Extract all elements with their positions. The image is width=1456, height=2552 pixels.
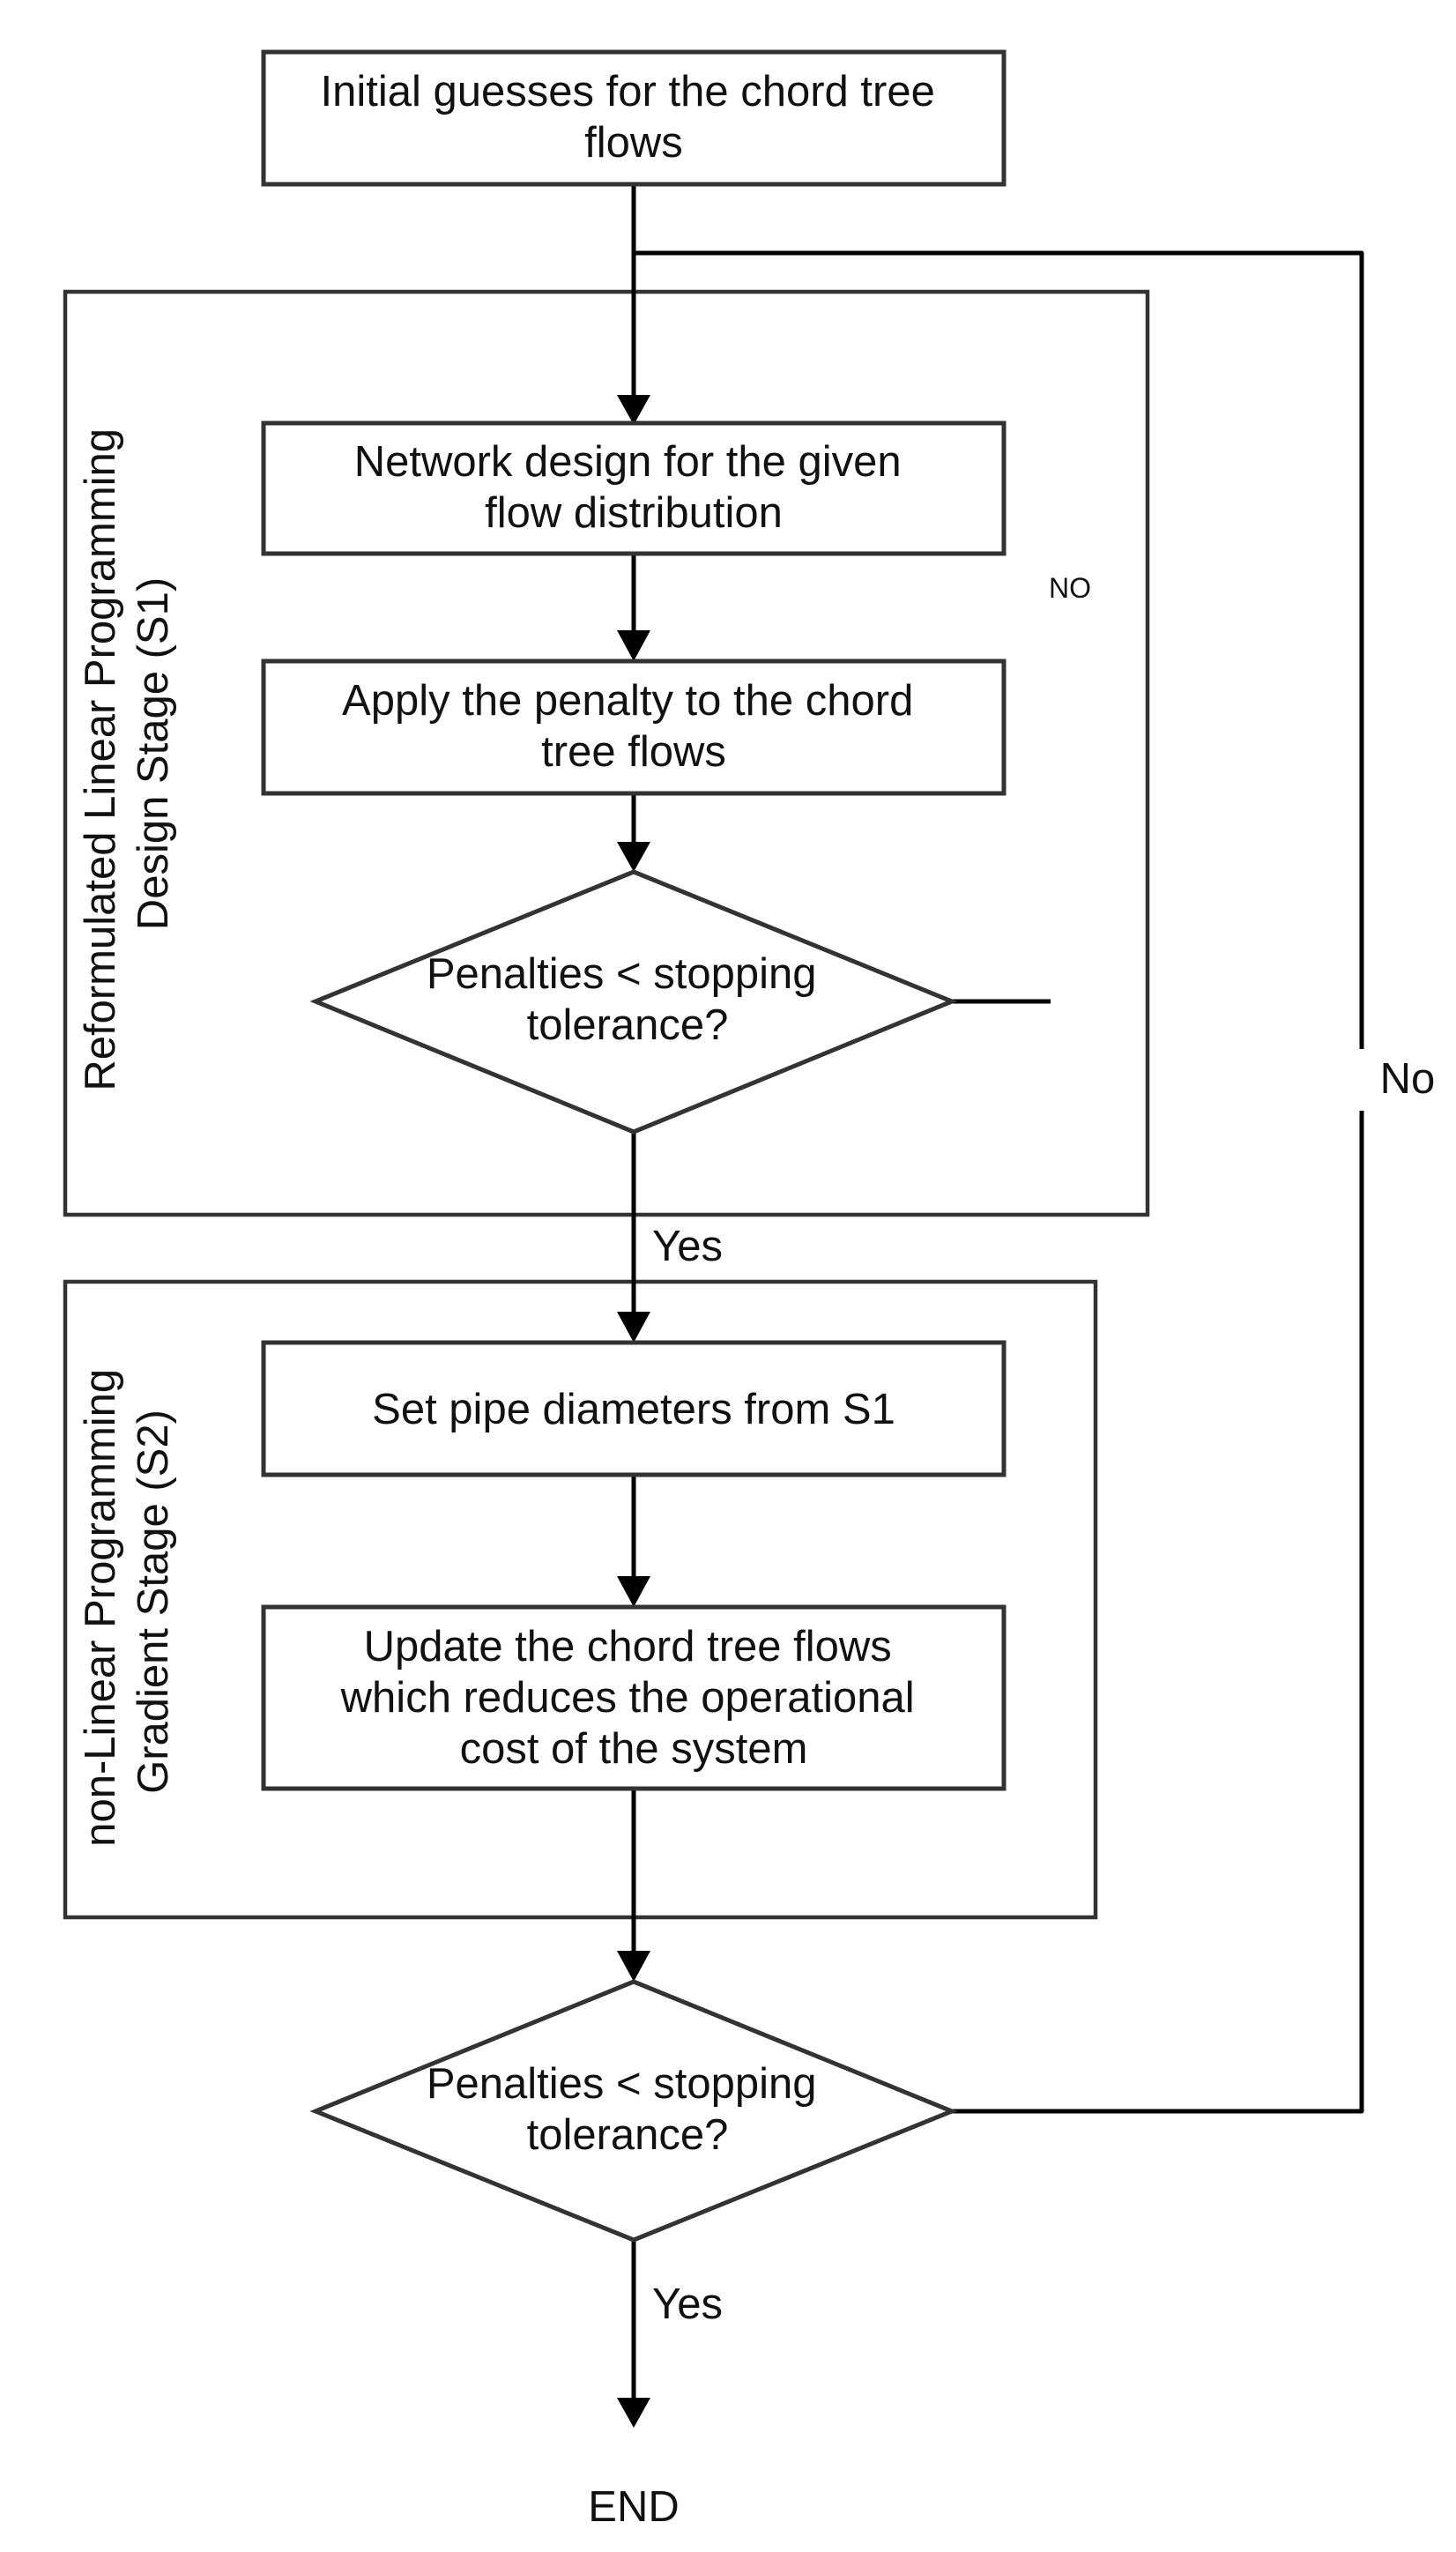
end-label: END xyxy=(588,2483,679,2531)
network-design-text: Network design for the given flow distri… xyxy=(354,438,914,537)
stage1-label: Reformulated Linear Programming Design S… xyxy=(77,416,177,1090)
stage2-container xyxy=(63,1279,1098,1920)
apply-penalty-text: Apply the penalty to the chord tree flow… xyxy=(342,677,925,776)
inner-no-label-bg xyxy=(1045,569,1095,605)
arrowhead-penalty xyxy=(617,630,650,661)
start-box xyxy=(261,49,1007,187)
connector-outer-no-loop xyxy=(634,250,1364,2114)
arrowhead-update xyxy=(617,1576,650,1607)
network-design-box xyxy=(261,420,1007,556)
arrowhead-decision xyxy=(617,842,650,872)
set-diameters-box xyxy=(261,1340,1007,1477)
penalty-decision-text: Penalties < stopping tolerance? xyxy=(427,950,828,1049)
arrowhead-end xyxy=(617,2398,650,2428)
outer-no-label: No xyxy=(1380,1055,1436,1103)
outer-no-label-bg xyxy=(1331,1049,1445,1111)
start-box-text: Initial guesses for the chord tree flows xyxy=(321,68,947,167)
stage2-label: non-Linear Programming Gradient Stage (S… xyxy=(77,1357,177,1847)
arrowhead-final-decision xyxy=(617,1951,650,1982)
apply-penalty-box xyxy=(261,658,1007,796)
final-penalty-decision-diamond xyxy=(309,1979,958,2243)
inner-no-label: NO xyxy=(1049,572,1091,604)
set-diameters-text: Set pipe diameters from S1 xyxy=(372,1386,895,1433)
arrowhead-network xyxy=(617,395,650,425)
final-penalty-decision-text: Penalties < stopping tolerance? xyxy=(427,2060,828,2159)
update-flows-box xyxy=(261,1604,1007,1791)
arrowhead-diameter xyxy=(617,1312,650,1343)
yes-label-stage1: Yes xyxy=(652,1223,723,1270)
penalty-decision-diamond xyxy=(309,869,958,1135)
yes-label-final: Yes xyxy=(652,2280,723,2328)
update-flows-text: Update the chord tree flows which reduce… xyxy=(340,1623,927,1773)
stage1-container xyxy=(63,289,1150,1217)
